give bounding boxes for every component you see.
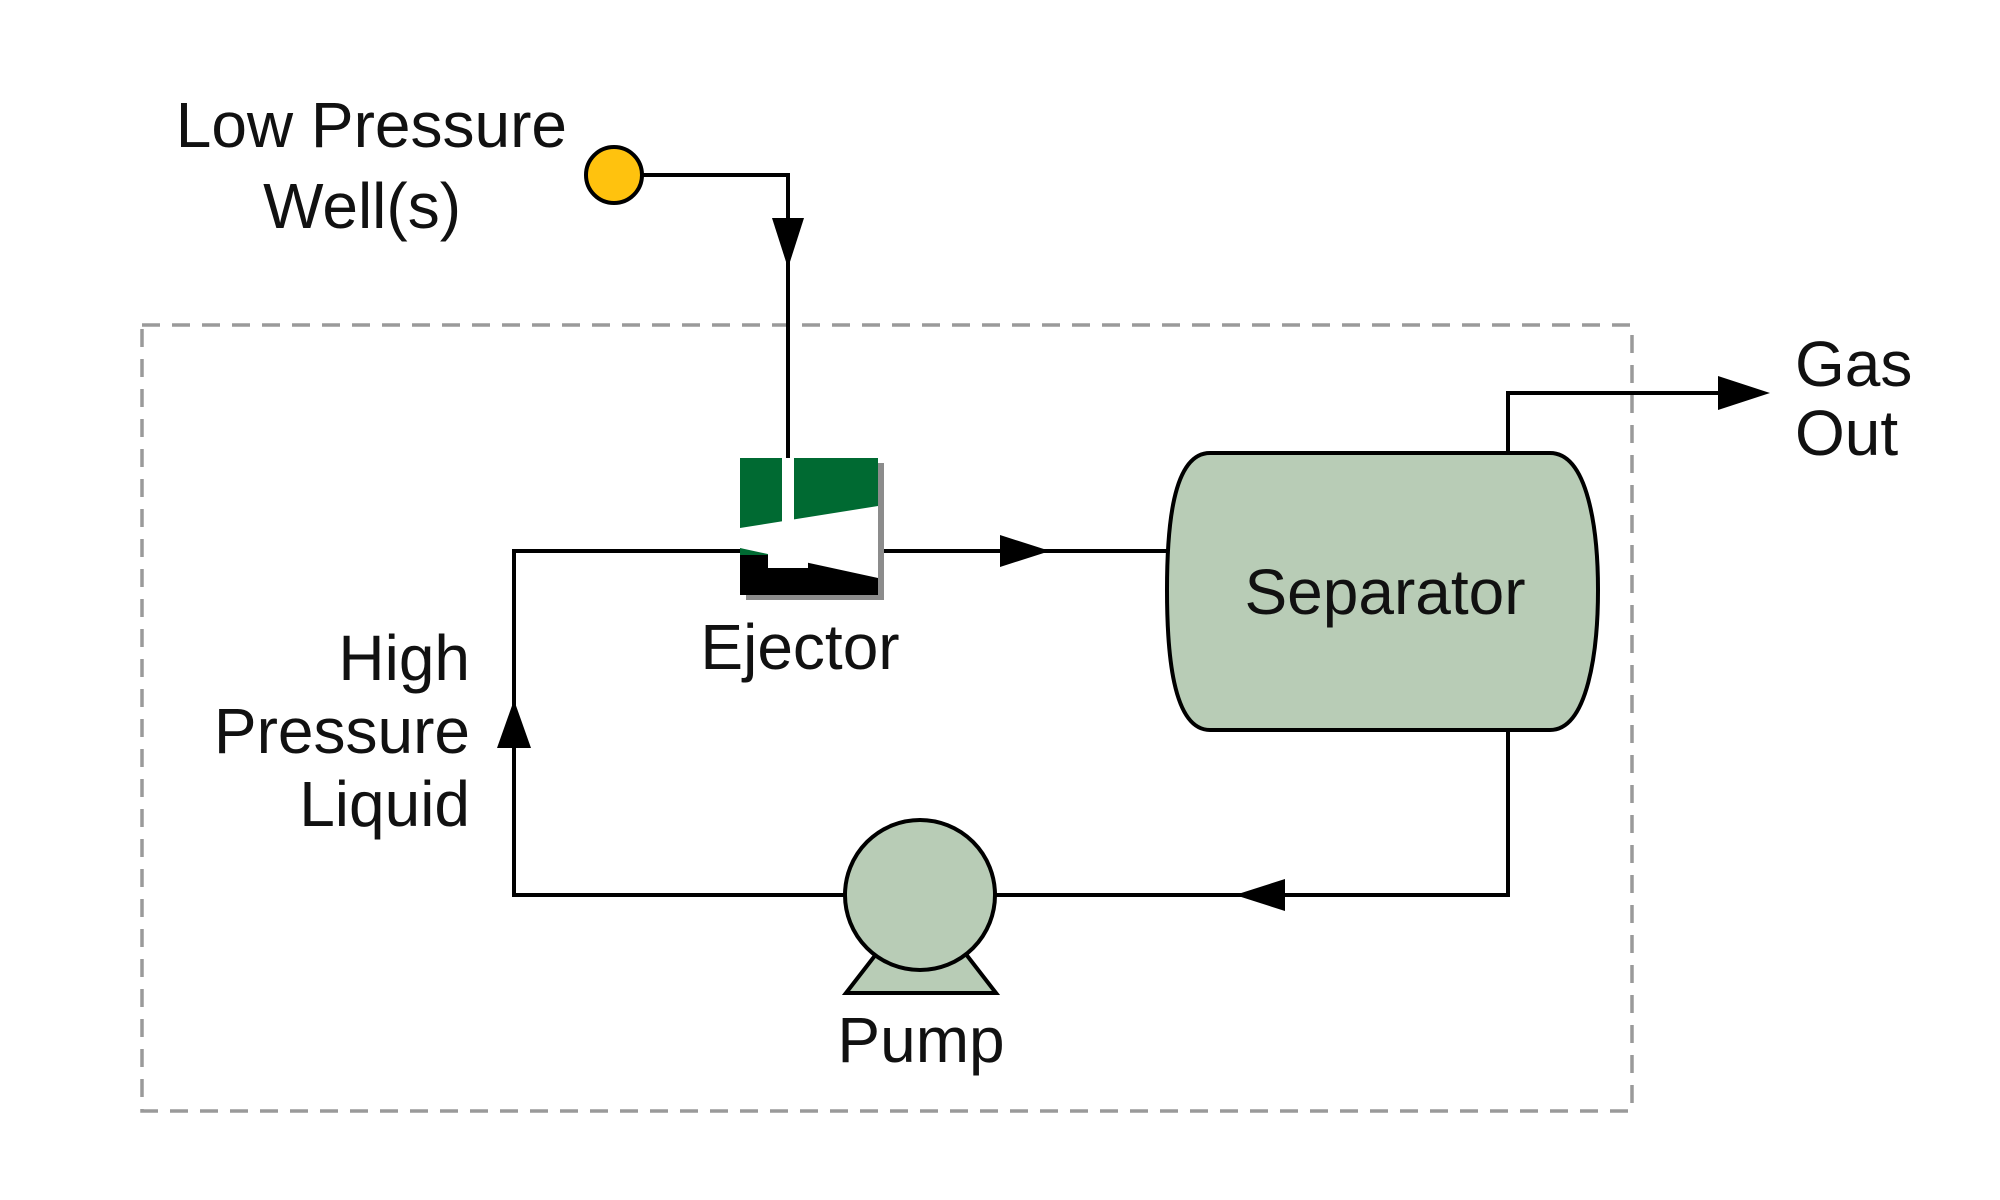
ejector-label: Ejector: [700, 611, 899, 683]
high-pressure-flow-arrow: [497, 700, 531, 748]
gas-out-label-line1: Gas: [1795, 328, 1912, 400]
low-pressure-well-label-line1: Low Pressure: [176, 89, 567, 161]
gas-out-arrow: [1718, 376, 1770, 410]
pump-label: Pump: [837, 1004, 1004, 1076]
well-flow-arrow: [772, 218, 804, 268]
well-to-ejector-pipe: [642, 173, 790, 458]
ejector-outlet-arrow: [1000, 535, 1050, 567]
gas-out-label-line2: Out: [1795, 397, 1898, 469]
return-flow-arrow: [1235, 879, 1285, 911]
gas-out-pipe: [1506, 391, 1720, 453]
ejector-icon: [740, 458, 884, 600]
pump-icon: [841, 818, 1001, 995]
high-pressure-label-line3: Liquid: [299, 768, 470, 840]
high-pressure-label-line2: Pressure: [214, 695, 470, 767]
separator-label: Separator: [1244, 556, 1525, 628]
separator-to-pump-pipe: [996, 730, 1510, 897]
pump-to-ejector-pipe: [512, 549, 845, 897]
well-circle-icon: [584, 145, 644, 205]
high-pressure-label-line1: High: [338, 622, 470, 694]
low-pressure-well-label-line2: Well(s): [263, 170, 461, 242]
separator-vessel-icon: [1164, 451, 1601, 732]
